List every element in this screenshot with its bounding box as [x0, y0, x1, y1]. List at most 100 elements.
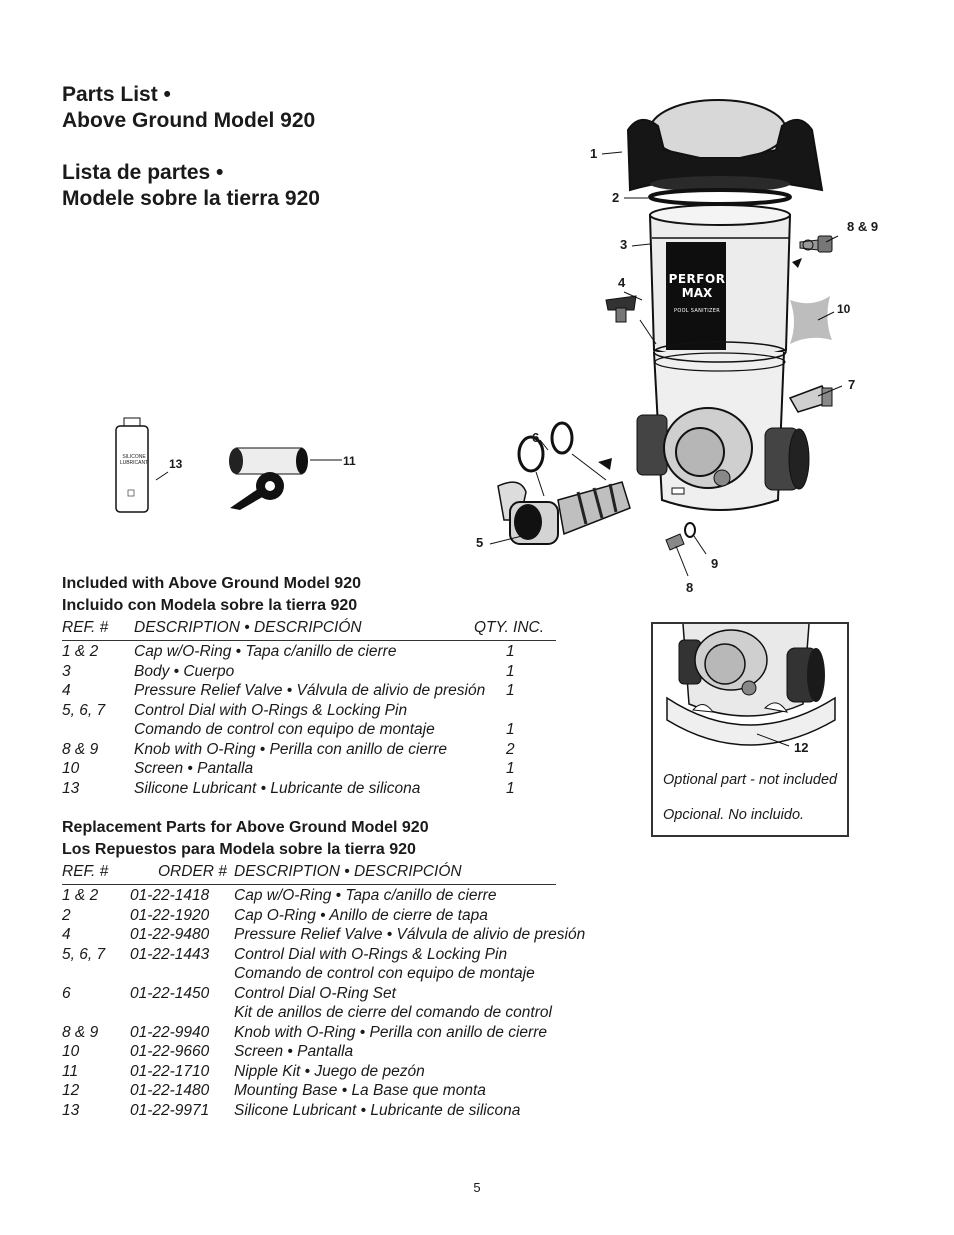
included-qty: 1	[506, 682, 515, 699]
included-desc: Screen • Pantalla	[134, 760, 254, 777]
replacement-header: REF. # ORDER # DESCRIPTION • DESCRIPCIÓN	[62, 862, 562, 882]
replacement-header-ref: REF. #	[62, 863, 109, 880]
small-leaders	[155, 471, 169, 481]
replacement-order: 01-22-1450	[130, 984, 210, 1002]
included-row: 10 Screen • Pantalla 1	[62, 759, 562, 779]
callout-13: 13	[169, 457, 183, 471]
callout-10: 10	[837, 302, 851, 316]
product-sub: POOL SANITIZER	[674, 308, 720, 314]
replacement-desc: Pressure Relief Valve • Válvula de alivi…	[234, 926, 586, 943]
included-desc: Control Dial with O-Rings & Locking Pin	[134, 701, 408, 719]
product-label: PERFOR MAX POOL SANITIZER	[668, 272, 726, 314]
callout-4: 4	[618, 275, 626, 290]
nipple-leader	[310, 459, 342, 461]
replacement-desc: Cap w/O-Ring • Tapa c/anillo de cierre	[234, 887, 497, 904]
replacement-row: Kit de anillos de cierre del comando de …	[62, 1003, 622, 1023]
optional-note-en: Optional part - not included	[663, 772, 838, 788]
replacement-desc: Silicone Lubricant • Lubricante de silic…	[234, 1101, 521, 1119]
cap-illustration	[626, 99, 824, 192]
replacement-order: 01-22-9940	[130, 1023, 210, 1041]
included-ref: 1 & 2	[62, 643, 99, 660]
replacement-title-1: Replacement Parts for Above Ground Model…	[62, 819, 429, 836]
replacement-desc: Kit de anillos de cierre del comando de …	[234, 1004, 552, 1021]
replacement-row: 1 & 2 01-22-1418 Cap w/O-Ring • Tapa c/ani…	[62, 886, 622, 906]
replacement-order: 01-22-9660	[130, 1043, 210, 1060]
replacement-title-2: Los Repuestos para Modela sobre la tierr…	[62, 841, 416, 858]
replacement-desc: Comando de control con equipo de montaje	[234, 965, 535, 982]
replacement-ref: 13	[62, 1101, 80, 1119]
callout-9: 9	[711, 556, 719, 571]
bottle-label-line2: LUBRICANT	[119, 460, 149, 466]
included-ref: 10	[62, 760, 80, 777]
product-brand-line2: MAX	[681, 286, 713, 300]
included-row: Comando de control con equipo de montaje…	[62, 720, 562, 740]
replacement-ref: 1 & 2	[62, 887, 99, 904]
title-line-1: Parts List •	[62, 83, 171, 106]
dial-oring-1-illustration	[550, 421, 574, 455]
replacement-header-order: ORDER #	[158, 863, 227, 880]
callout-2: 2	[612, 190, 620, 205]
replacement-header-rule	[62, 884, 556, 885]
replacement-desc: Control Dial with O-Rings & Locking Pin	[234, 945, 508, 963]
included-desc: Comando de control con equipo de montaje	[134, 721, 435, 738]
included-ref: 13	[62, 779, 80, 797]
optional-note-es: Opcional. No incluido.	[663, 807, 805, 823]
included-desc: Body • Cuerpo	[134, 662, 235, 680]
replacement-ref: 4	[62, 926, 71, 943]
replacement-title: Replacement Parts for Above Ground Model…	[62, 817, 429, 861]
replacement-order: 01-22-1418	[130, 887, 210, 904]
silicone-bottle-illustration	[115, 417, 149, 513]
screen-illustration	[790, 296, 832, 344]
callout-1: 1	[590, 146, 598, 161]
replacement-header-desc: DESCRIPTION • DESCRIPCIÓN	[234, 863, 462, 880]
replacement-row: 11 01-22-1710 Nipple Kit • Juego de pezón	[62, 1062, 622, 1082]
included-qty: 1	[506, 760, 515, 777]
included-qty: 1	[506, 779, 515, 797]
included-qty: 1	[506, 721, 515, 738]
callout-8-9-top: 8 & 9	[847, 219, 879, 234]
knob-top-illustration	[799, 235, 833, 253]
callout-5: 5	[476, 535, 484, 550]
replacement-desc: Nipple Kit • Juego de pezón	[234, 1062, 425, 1080]
replacement-order: 01-22-9480	[130, 926, 210, 943]
product-brand-line1: PERFOR	[668, 272, 726, 286]
replacement-order: 01-22-1920	[130, 906, 210, 924]
callout-12: 12	[794, 740, 809, 755]
page-number: 5	[473, 1180, 481, 1195]
replacement-row: 4 01-22-9480 Pressure Relief Valve • Válvu…	[62, 925, 622, 945]
replacement-desc: Control Dial O-Ring Set	[234, 984, 396, 1002]
replacement-ref: 12	[62, 1082, 80, 1099]
replacement-desc: Screen • Pantalla	[234, 1043, 354, 1060]
callout-11: 11	[343, 454, 356, 468]
replacement-desc: Cap O-Ring • Anillo de cierre de tapa	[234, 906, 488, 924]
replacement-order: 01-22-1710	[130, 1062, 210, 1080]
replacement-row: 6 01-22-1450 Control Dial O-Ring Set	[62, 984, 622, 1004]
replacement-ref: 11	[62, 1062, 79, 1080]
replacement-desc: Mounting Base • La Base que monta	[234, 1082, 486, 1099]
included-qty: 2	[506, 740, 515, 758]
replacement-ref: 6	[62, 984, 71, 1002]
callout-3: 3	[620, 237, 628, 252]
mounting-base-illustration	[666, 623, 836, 747]
included-header-rule	[62, 640, 556, 641]
knob-bottom-illustration	[665, 522, 696, 551]
callout-8: 8	[686, 580, 694, 595]
included-ref: 3	[62, 662, 71, 680]
relief-valve-illustration	[605, 295, 637, 323]
replacement-desc: Knob with O-Ring • Perilla con anillo de…	[234, 1023, 547, 1041]
optional-part-box: 12 Optional part - not included Opcional…	[651, 622, 849, 837]
included-title: Included with Above Ground Model 920 Inc…	[62, 573, 361, 617]
locking-pin-illustration	[788, 385, 833, 413]
bottle-label-line1: SILICONE	[122, 454, 146, 460]
chlorinator-exploded-diagram	[489, 99, 843, 577]
included-header-desc: DESCRIPTION • DESCRIPCIÓN	[134, 619, 362, 636]
